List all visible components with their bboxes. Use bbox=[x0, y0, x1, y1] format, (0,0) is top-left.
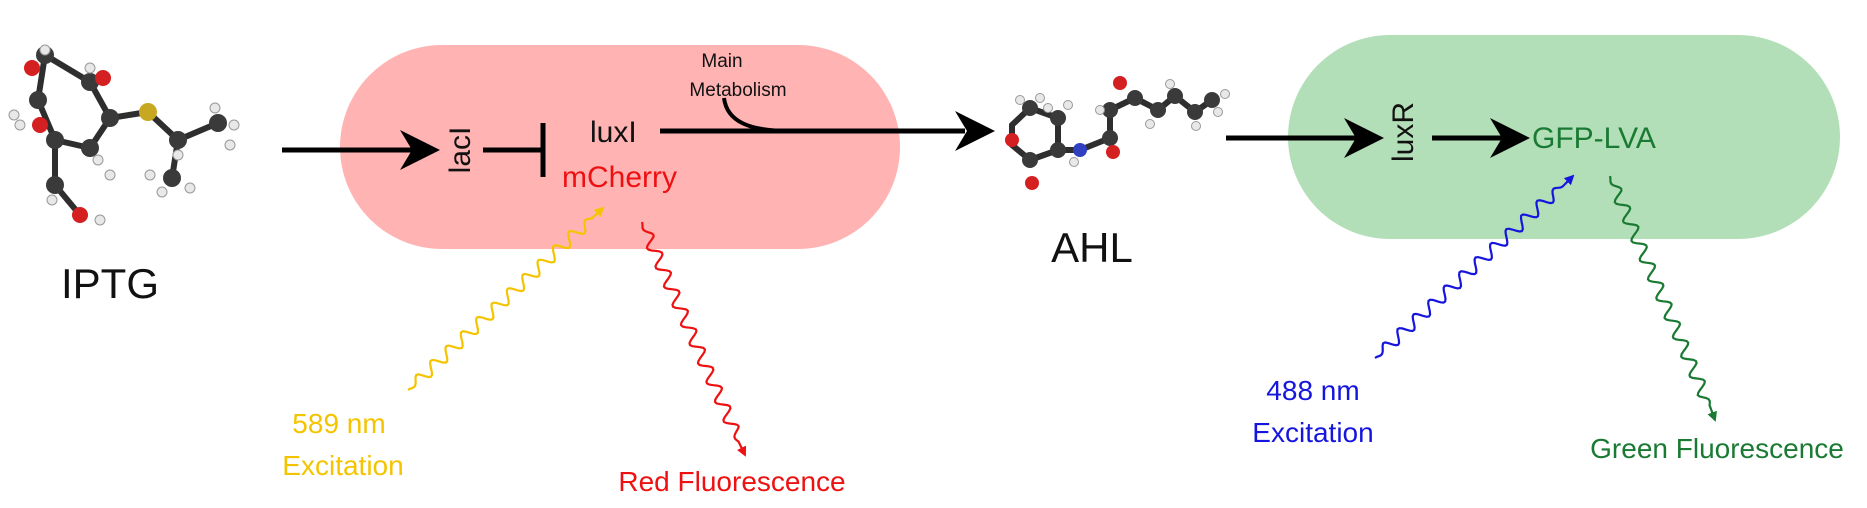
green-fluorescence-label: Green Fluorescence bbox=[1590, 433, 1844, 464]
metabolism-label-line2: Metabolism bbox=[689, 80, 786, 101]
red-fluorescence-wave bbox=[640, 221, 747, 457]
iptg-molecule-image bbox=[8, 44, 240, 226]
ahl-label: AHL bbox=[1051, 224, 1133, 271]
red-excitation-wavelength: 589 nm bbox=[292, 408, 385, 439]
iptg-to-laci-arrow bbox=[282, 130, 440, 170]
ahl-to-luxr-arrow bbox=[1226, 118, 1384, 158]
laci-gene-label: lacI bbox=[444, 127, 477, 174]
gfp-lva-label: GFP-LVA bbox=[1532, 122, 1656, 155]
green-excitation-wave bbox=[1374, 174, 1575, 359]
receiver-cell bbox=[1288, 35, 1840, 239]
metabolism-label-line1: Main bbox=[701, 51, 742, 72]
luxr-to-gfp-arrow bbox=[1432, 118, 1530, 158]
luxi-gene-label: luxI bbox=[590, 116, 637, 149]
green-excitation-word: Excitation bbox=[1252, 417, 1373, 448]
mcherry-label: mCherry bbox=[562, 161, 677, 194]
luxr-gene-label: luxR bbox=[1387, 102, 1420, 162]
green-fluorescence-wave bbox=[1608, 175, 1717, 422]
red-fluorescence-label: Red Fluorescence bbox=[618, 466, 845, 497]
red-excitation-wave bbox=[407, 206, 605, 391]
green-excitation-wavelength: 488 nm bbox=[1266, 375, 1359, 406]
red-excitation-word: Excitation bbox=[282, 450, 403, 481]
ahl-molecule-image bbox=[1005, 76, 1230, 190]
iptg-label: IPTG bbox=[61, 260, 159, 307]
luxi-to-ahl-arrow bbox=[660, 111, 995, 151]
laci-repression-bar bbox=[483, 123, 546, 177]
sender-cell bbox=[340, 45, 900, 249]
metabolism-branch-line bbox=[722, 97, 791, 133]
